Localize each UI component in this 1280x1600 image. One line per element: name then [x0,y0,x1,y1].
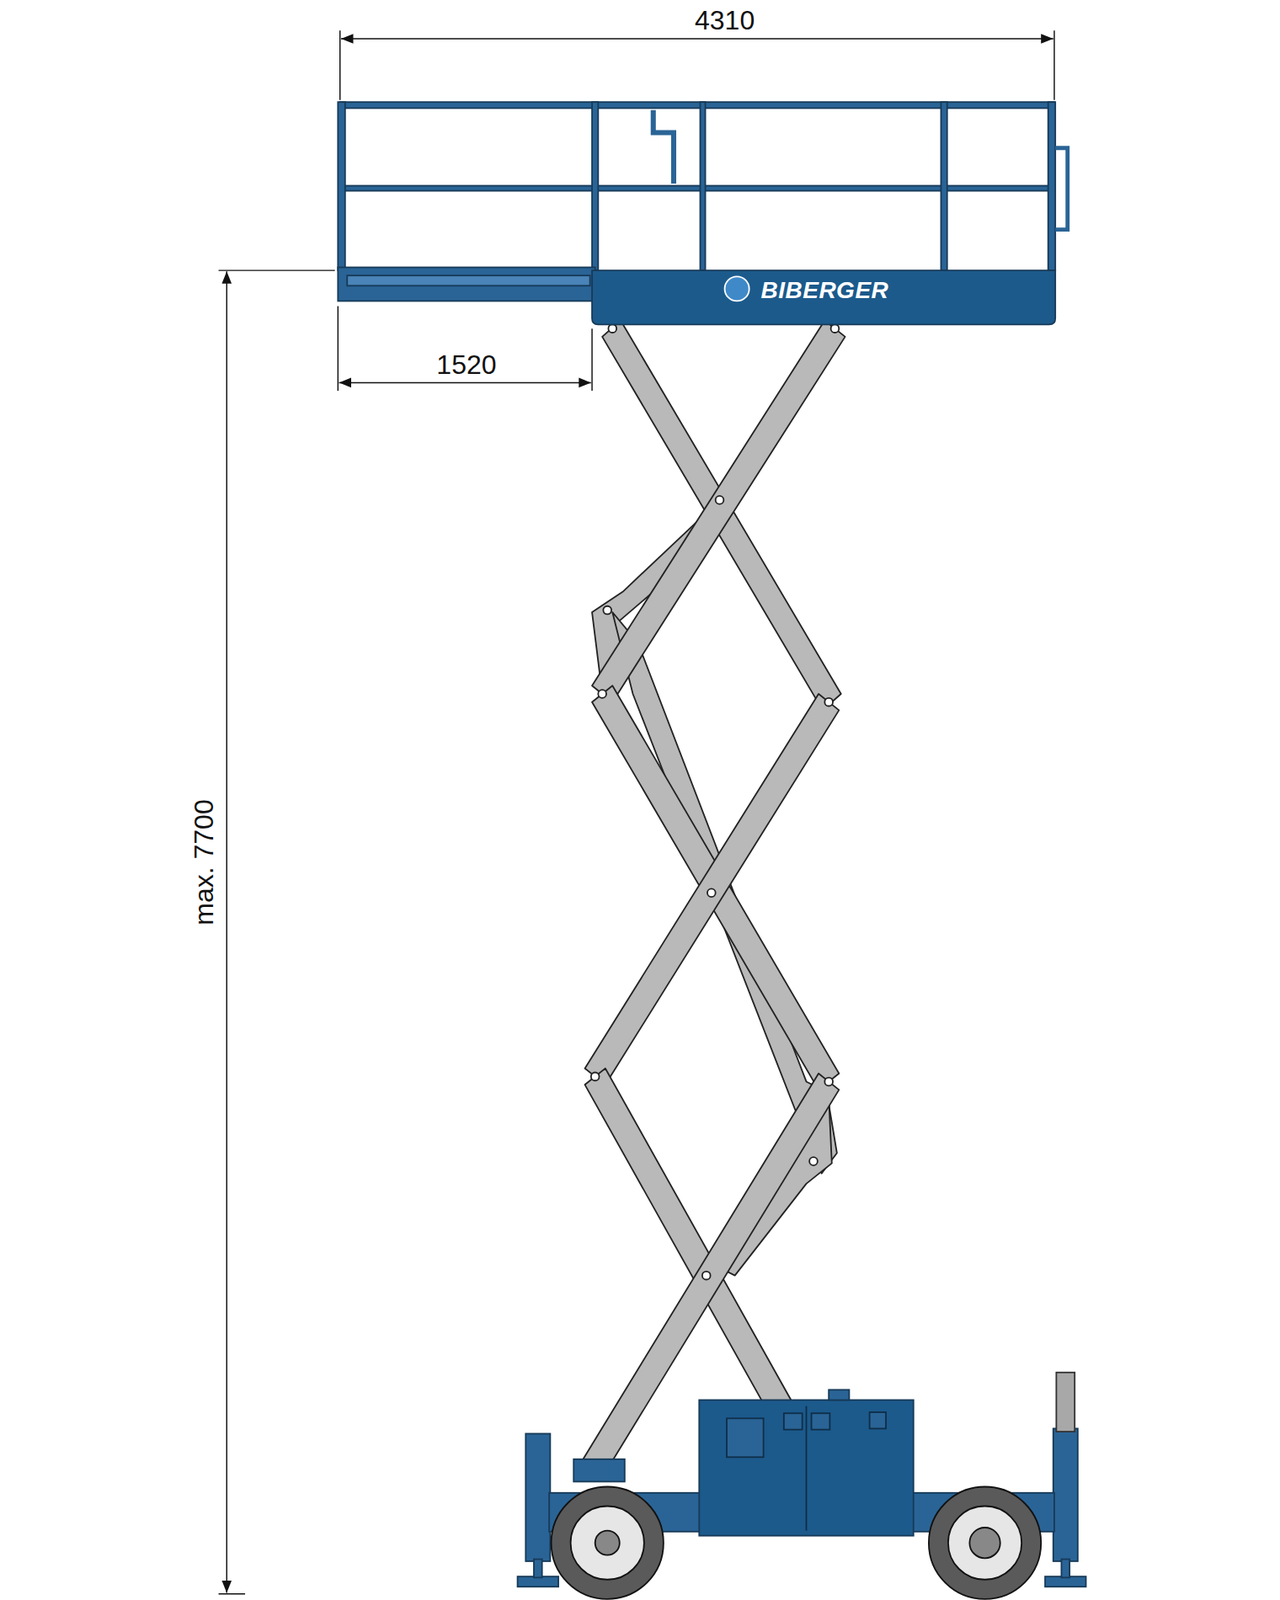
door-latch [869,1412,886,1429]
rail-post [940,101,947,271]
pivot-pin [702,1271,711,1280]
platform-base [592,270,1056,325]
rail-post [592,101,598,271]
pivot-pin [715,496,725,505]
rail-post [337,101,345,271]
dimension-label: max. 7700 [189,800,217,926]
hub [969,1527,1000,1558]
scissor-arm [585,693,840,1085]
scissor-arm [585,1068,792,1417]
scissor-arms [581,320,846,1478]
outrigger-cap [1056,1372,1075,1432]
pivot-pin [824,698,833,707]
tyre [928,1486,1041,1599]
control-pipe [653,110,674,184]
pivot-pin [591,1072,600,1082]
chassis [517,1372,1087,1587]
power-unit [698,1400,913,1536]
extension-line [1053,30,1055,100]
outrigger-rod [533,1559,543,1579]
scissor-arm [592,320,846,702]
handle [1055,148,1068,230]
pivot-pin [608,324,617,333]
outrigger [1053,1428,1078,1562]
extension-line [337,306,339,392]
rail-post [699,101,705,271]
outrigger-rod [1061,1559,1070,1579]
pivot-pin [602,606,612,615]
dimension-line [339,382,592,384]
pivot-pin [831,324,840,333]
extension-line [591,328,592,391]
extension-line [218,269,336,271]
door-split [805,1406,808,1531]
dimension-line [341,37,1054,39]
arm-bracket [573,1459,625,1483]
logo-emblem [725,276,750,301]
door-latch [811,1413,831,1430]
dimension-line [226,271,228,1593]
dimension-label: 1520 [436,351,496,379]
platform [337,101,1067,325]
pivot-pins [587,324,839,1473]
deck-extension [337,266,595,301]
tyre [551,1486,664,1599]
outrigger [525,1433,550,1561]
filler-cap [828,1389,849,1400]
control-panel [726,1418,764,1457]
pivot-pin [597,689,607,699]
extension-line [339,30,341,100]
brand-logo-text: BIBERGER [760,278,889,303]
deck-slot [346,275,590,286]
rim [948,1506,1022,1580]
rail-post [1048,101,1056,271]
extension-line [218,1593,246,1595]
wheels [551,1486,1042,1599]
door-latch [784,1413,803,1430]
pivot-pin [809,1157,818,1166]
dimension-label: 4310 [694,6,755,34]
pivot-pin [824,1077,833,1087]
rim [570,1506,645,1580]
hub [595,1530,620,1556]
pivot-pin [707,888,716,897]
dimension-lines [218,30,1055,1594]
